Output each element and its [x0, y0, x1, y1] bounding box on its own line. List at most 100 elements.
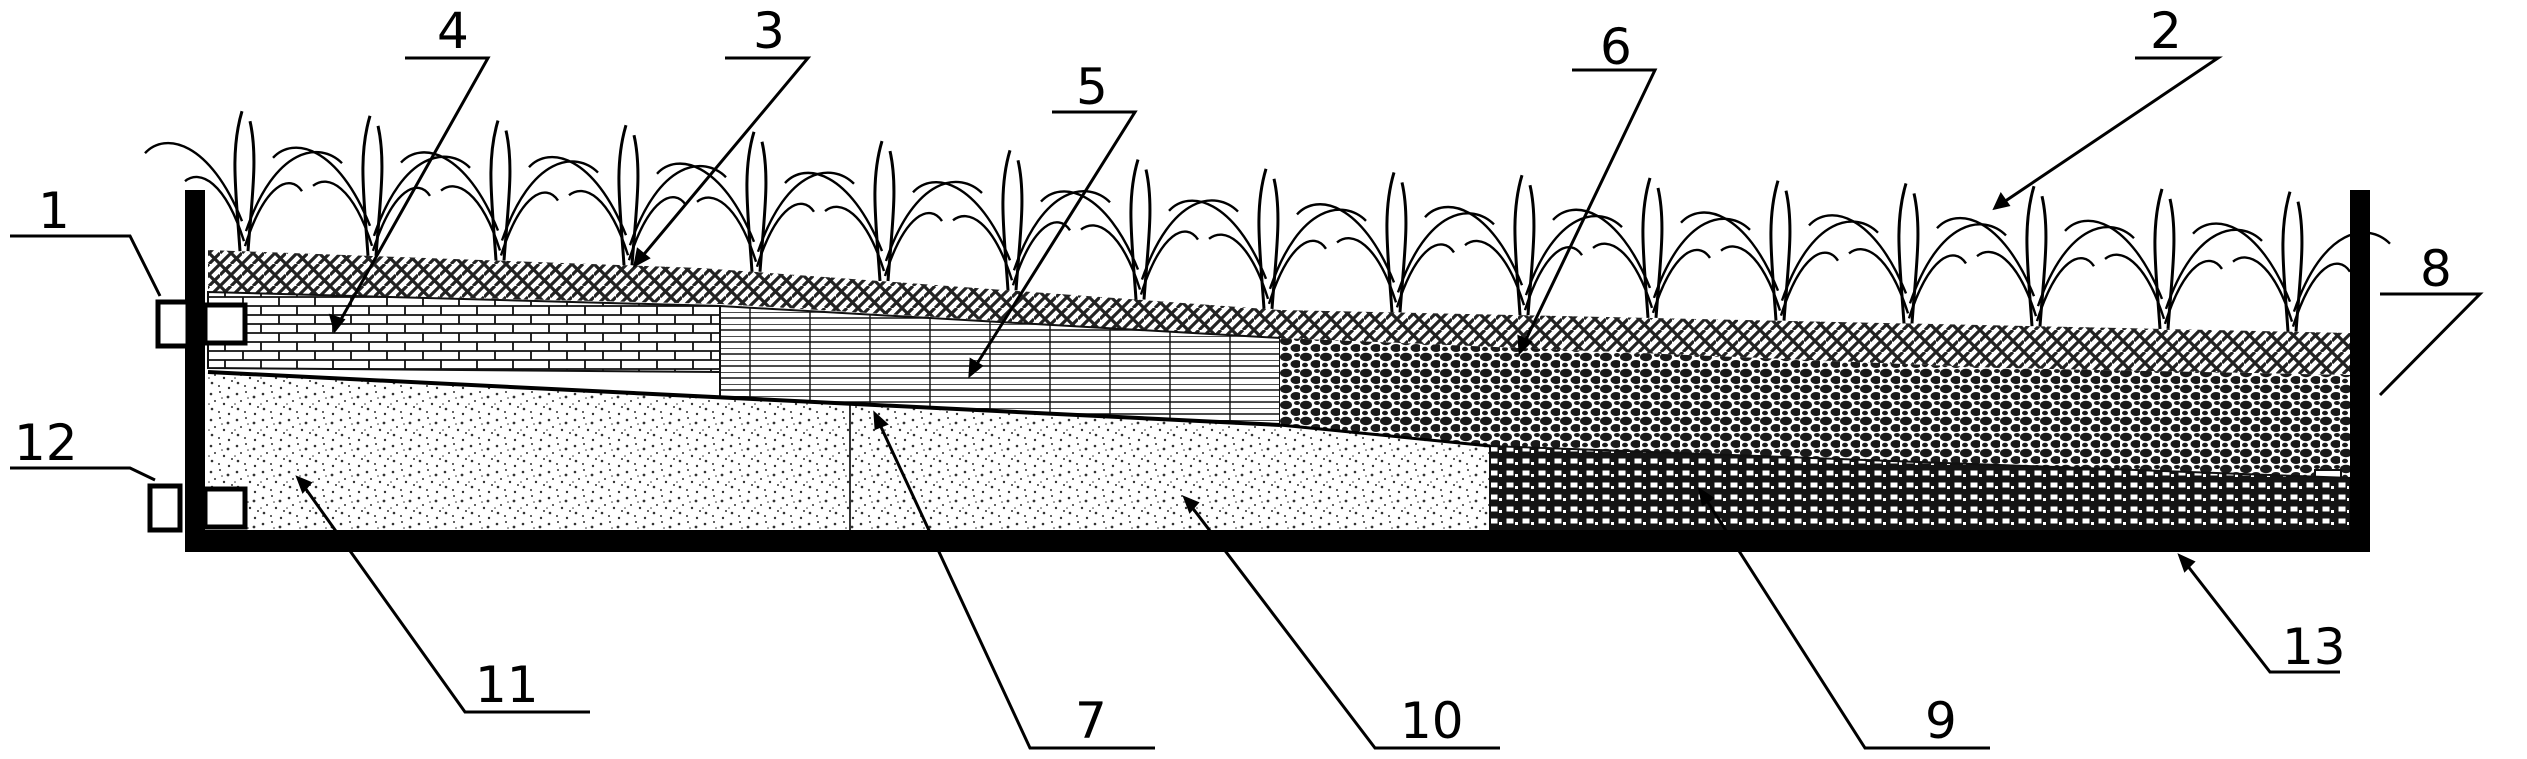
label-11: 11 [475, 656, 539, 714]
plant-stem [1040, 190, 1140, 271]
sand-layer-11 [208, 372, 850, 530]
plant-stem [2232, 256, 2294, 323]
plant-stem [2292, 231, 2391, 313]
plant-5 [784, 140, 983, 282]
plant-9 [1296, 171, 1495, 313]
inlet-pipe [155, 299, 248, 349]
plant-stem [1976, 250, 2038, 317]
plant-6 [912, 149, 1111, 291]
plant-stem [489, 120, 500, 261]
label-10: 10 [1400, 692, 1464, 750]
plant-stem [2064, 219, 2164, 300]
plant-stem [627, 196, 687, 261]
plant-stem [1780, 220, 1879, 302]
plant-3 [528, 124, 727, 266]
plant-stem [2104, 253, 2166, 320]
plant-stem [1769, 180, 1780, 321]
plant-stem [745, 131, 756, 272]
leader-lines [10, 56, 2484, 750]
plant-stem [883, 211, 943, 277]
wetland-plants [144, 110, 2391, 332]
label-7: 7 [1075, 692, 1107, 750]
plant-8 [1168, 168, 1367, 309]
plant-stem [1907, 254, 1967, 319]
plant-stem [1524, 214, 1623, 296]
plant-stem [1012, 190, 1111, 271]
plant-stem [2164, 228, 2263, 310]
plant-stem [1936, 216, 2036, 297]
plant-stem [1552, 208, 1652, 289]
brick-layer [207, 290, 721, 374]
plant-stem [912, 180, 1012, 261]
plant-stem [1267, 239, 1327, 305]
plant-stem [628, 164, 727, 246]
label-5: 5 [1076, 58, 1108, 116]
plant-stem [1848, 248, 1910, 314]
plant-stem [243, 182, 303, 247]
plant-12 [1680, 180, 1879, 321]
base-plate [185, 530, 2370, 552]
plant-15 [2064, 188, 2263, 330]
label-9: 9 [1925, 692, 1957, 750]
plant-1 [272, 115, 471, 256]
plant-stem [1396, 212, 1495, 293]
plant-stem [2291, 262, 2351, 328]
plant-stem [824, 205, 886, 272]
plant-stem [884, 180, 983, 262]
plant-10 [1424, 174, 1623, 316]
plant-stem [952, 215, 1014, 281]
plant-stem [500, 160, 599, 241]
plant-stem [784, 171, 884, 252]
plant-stem [1720, 245, 1782, 312]
plant-stem [1908, 223, 2007, 304]
plant-stem [696, 196, 758, 263]
plant-stem [371, 186, 431, 252]
plant-13 [1808, 182, 2007, 324]
topsoil-layer [208, 250, 2350, 375]
plant-stem [1296, 203, 1396, 283]
plant-stem [1808, 214, 1908, 294]
plant-stem [2036, 225, 2135, 307]
plant-stem [2035, 257, 2095, 322]
plant-stem [1523, 245, 1583, 311]
plant-stem [568, 189, 630, 256]
plant-stem [1641, 177, 1652, 319]
plant-stem [873, 140, 884, 282]
plant-stem [233, 110, 244, 252]
plant-stem [1424, 205, 1524, 286]
plant-stem [755, 202, 815, 268]
plant-stem [1464, 239, 1526, 306]
plant-stem [2192, 222, 2292, 303]
plant-11 [1552, 177, 1751, 319]
plant-stem [1513, 174, 1524, 316]
plant-stem [440, 185, 502, 251]
plant-stem [1779, 251, 1839, 317]
plant-stem [528, 155, 628, 236]
right-wall [2350, 190, 2370, 550]
plant-stem [756, 171, 855, 253]
plant-stem [1140, 199, 1239, 280]
plant-stem [1336, 237, 1398, 303]
plant-stem [144, 141, 244, 222]
plant-4 [656, 131, 855, 272]
plant-stem [2025, 185, 2036, 327]
gravel-layer [1280, 338, 2350, 478]
plant-stem [656, 162, 756, 243]
plant-stem [1592, 242, 1654, 309]
label-3: 3 [753, 2, 785, 60]
left-wall [185, 190, 205, 550]
plant-stem [361, 115, 372, 256]
plant-stem [400, 151, 500, 231]
plant-stem [1257, 168, 1268, 309]
plant-stem [499, 191, 559, 256]
plant-stem [1385, 171, 1396, 313]
media-layers [207, 250, 2351, 533]
label-13: 13 [2282, 618, 2346, 676]
plant-stem [1395, 243, 1455, 308]
plant-stem [272, 146, 372, 227]
plant-stem [1208, 233, 1270, 300]
label-4: 4 [437, 2, 469, 60]
label-2: 2 [2150, 2, 2182, 60]
separator-line [207, 370, 1281, 427]
